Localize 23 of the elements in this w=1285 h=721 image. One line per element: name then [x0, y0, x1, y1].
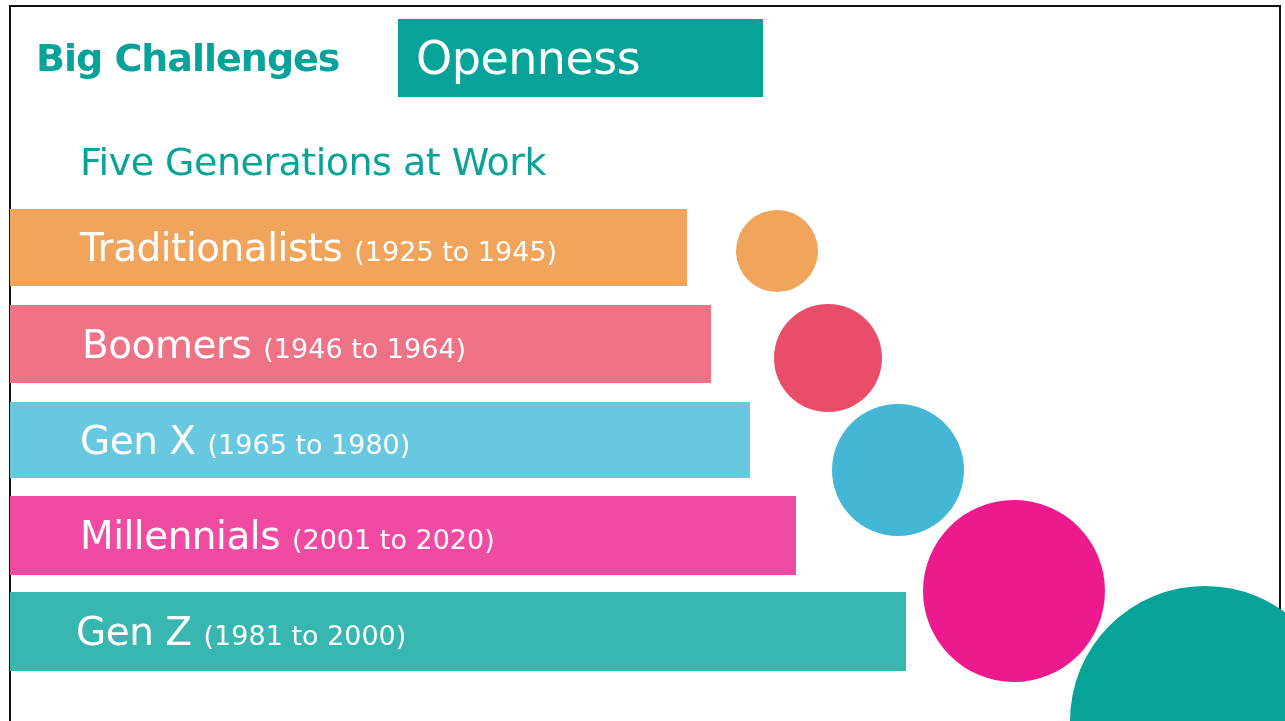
year-range: (1925 to 1945)	[354, 236, 558, 267]
banner-text: Openness	[416, 31, 641, 85]
generation-name: Traditionalists	[80, 225, 343, 270]
generation-bar	[10, 305, 711, 383]
generation-name: Gen X	[80, 417, 196, 463]
circle-shape	[736, 210, 818, 292]
circle-shape	[832, 404, 964, 536]
year-range: (1981 to 2000)	[203, 620, 407, 651]
year-range: (2001 to 2020)	[292, 524, 495, 555]
slide-title: Big Challenges	[36, 36, 340, 80]
generation-name: Boomers	[82, 321, 252, 367]
generation-bar	[10, 496, 796, 575]
year-range: (1946 to 1964)	[263, 332, 467, 364]
circle-shape	[774, 304, 882, 412]
circle-shape	[923, 500, 1105, 682]
generation-name: Gen Z	[76, 609, 192, 654]
generation-bar	[10, 402, 750, 478]
year-range: (1965 to 1980)	[207, 428, 411, 460]
subtitle: Five Generations at Work	[80, 140, 546, 184]
generation-bar	[10, 209, 687, 286]
heading-banner	[398, 19, 763, 97]
generation-bar	[10, 592, 906, 671]
generation-name: Millennials	[80, 513, 280, 558]
